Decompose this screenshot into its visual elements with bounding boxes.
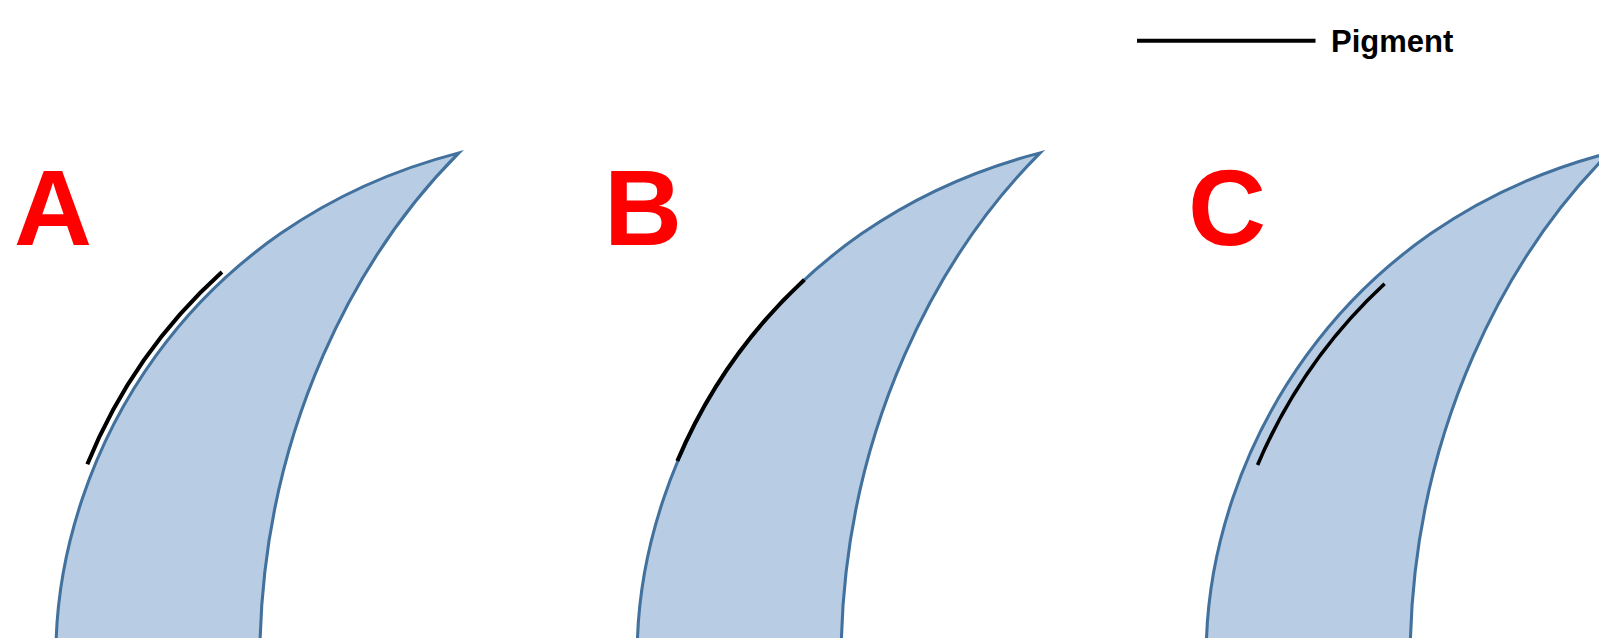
legend-label: Pigment xyxy=(1331,26,1453,57)
cornea-section xyxy=(50,150,459,638)
panel-letter: C xyxy=(1188,154,1266,262)
panel-letter: A xyxy=(14,154,92,262)
panel-letter: B xyxy=(604,154,682,262)
cornea-section xyxy=(637,153,1040,638)
legend-line-sample xyxy=(1137,39,1315,43)
